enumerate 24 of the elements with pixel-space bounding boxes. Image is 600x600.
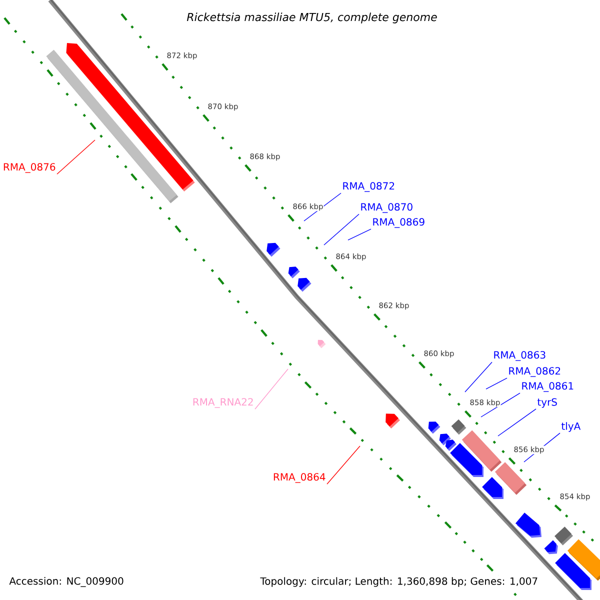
leader-line [304, 192, 342, 222]
leader-line [486, 378, 508, 390]
gene-label: RMA_0864 [274, 473, 326, 483]
title: Rickettsia massiliae MTU5, complete genome [186, 12, 437, 24]
leader-line [324, 214, 360, 246]
leader-line [480, 392, 520, 418]
leader-line [498, 408, 536, 436]
gene-label: tyrS [537, 398, 557, 408]
gene-label: RMA_0861 [522, 382, 574, 392]
gene-label: RMA_0870 [361, 203, 412, 213]
gene-label: RMA_RNA22 [193, 398, 253, 408]
gene-label: RMA_0862 [509, 367, 560, 377]
gene-label: RMA_0869 [373, 218, 424, 228]
genome-info-text: Topology: circular; Length: 1,360,898 bp; Genes: 1,007 [258, 575, 540, 589]
leader-line [326, 446, 360, 484]
gene-label: tlyA [561, 422, 581, 432]
accession-text: Accession: NC_009900 [9, 577, 124, 587]
leader-line [348, 228, 372, 240]
gene-label: RMA_0863 [494, 351, 546, 361]
gene-label: RMA_0872 [343, 182, 394, 192]
leader-line [254, 368, 288, 410]
leader-line [56, 140, 96, 174]
gene-label: RMA_0876 [4, 163, 56, 173]
leader-line [464, 362, 492, 392]
